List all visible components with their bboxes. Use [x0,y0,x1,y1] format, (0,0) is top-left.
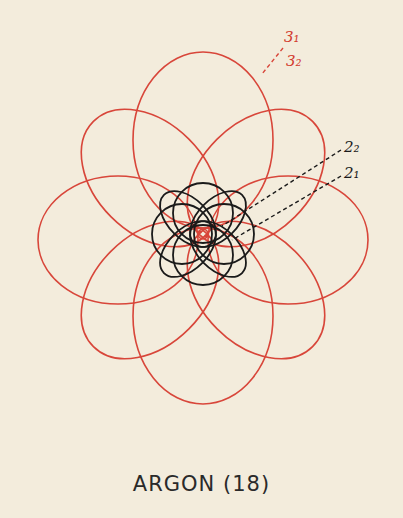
orbit-label: 3₂ [286,54,302,69]
element-title: ARGON (18) [0,472,403,496]
orbit-label: 2₁ [344,166,360,181]
nucleus [198,229,208,239]
orbit-label: 2₂ [344,140,360,155]
leader-lines [222,48,341,240]
outer-orbits [38,52,368,404]
inner-orbits [150,181,256,287]
orbit-label: 3₁ [284,30,300,45]
